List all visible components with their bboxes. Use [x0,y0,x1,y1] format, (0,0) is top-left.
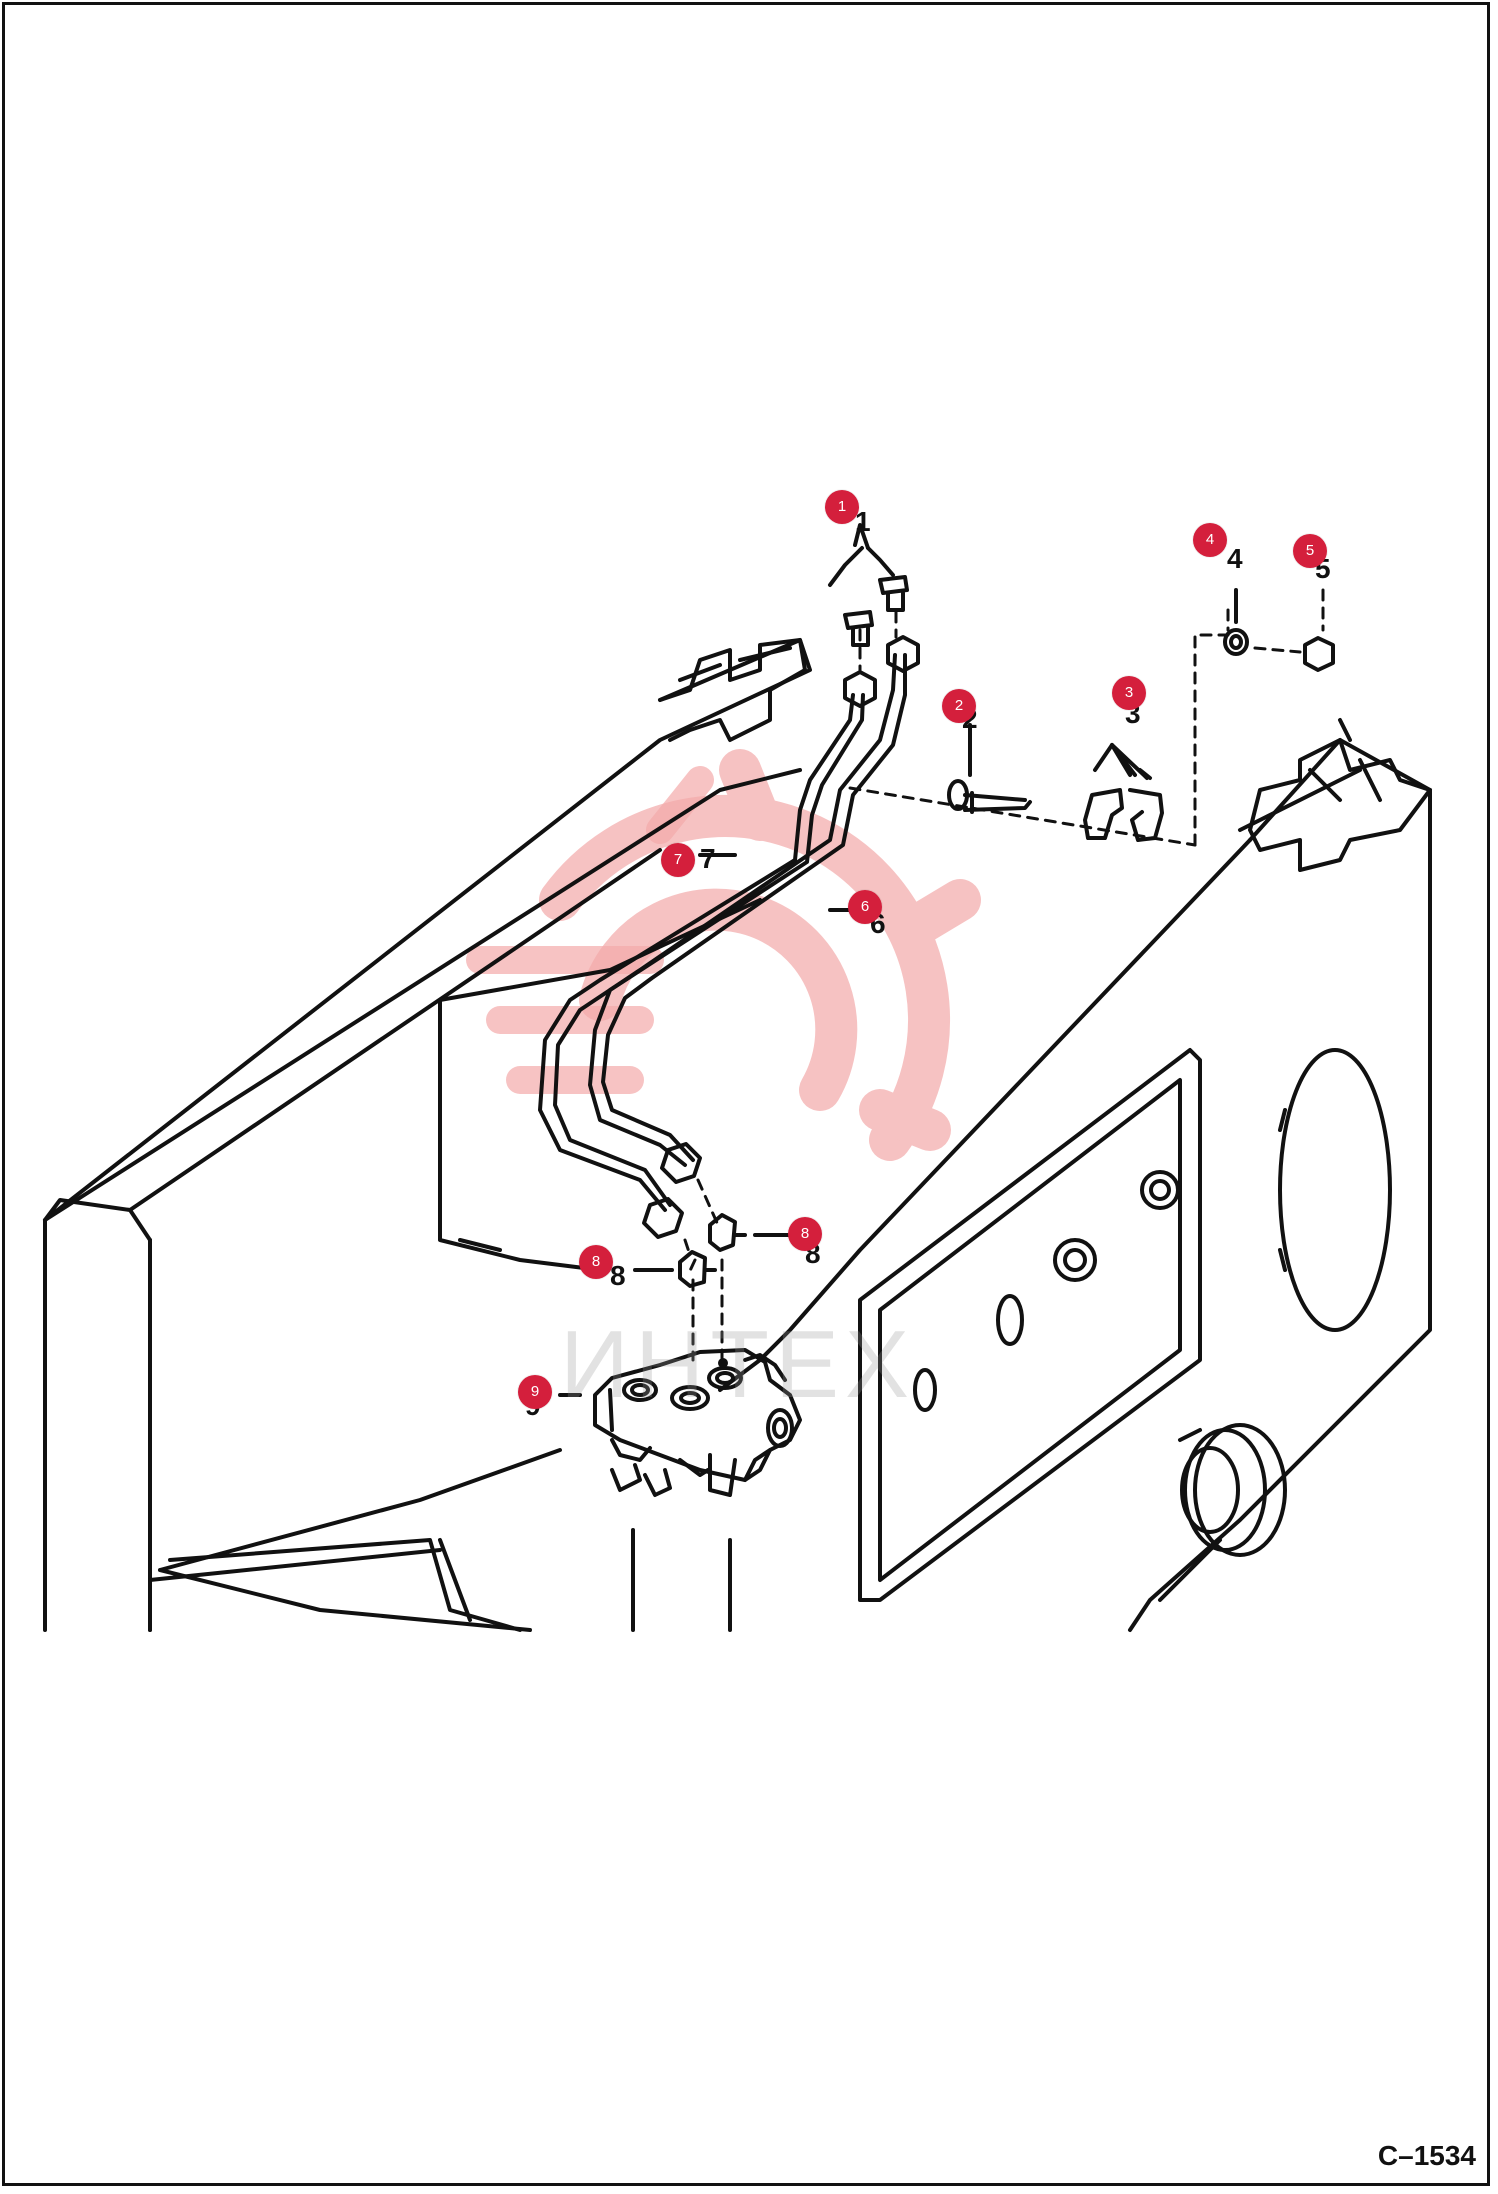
housing-top-left-bracket [658,638,807,742]
part-5-nut [1303,636,1335,672]
callout-3[interactable]: 3 [1112,676,1146,710]
part-number-4: 4 [1227,543,1243,574]
callout-4[interactable]: 4 [1193,523,1227,557]
part-9-valve [558,1348,802,1497]
inspection-cover [858,1048,1202,1602]
callout-5[interactable]: 5 [1293,534,1327,568]
round-opening [1278,1048,1392,1332]
part-number-7: 7 [700,843,716,874]
plug-cap [1193,1423,1287,1557]
callout-8-right[interactable]: 8 [788,1217,822,1251]
housing-top-right-bracket [1248,738,1432,872]
callout-9[interactable]: 9 [518,1375,552,1409]
part-number-1: 1 [855,506,871,537]
part-4-washer [1223,628,1249,656]
callout-6[interactable]: 6 [848,890,882,924]
callout-7[interactable]: 7 [661,843,695,877]
callout-1[interactable]: 1 [825,490,859,524]
part-2-bolt [947,723,1032,814]
part-1-fittings [828,523,909,647]
housing-right-outline [1128,738,1432,1632]
part-3-clamp [1083,743,1164,842]
part-8-elbows [633,1213,797,1288]
part-number-8-left: 8 [610,1260,626,1291]
callout-8-left[interactable]: 8 [579,1245,613,1279]
watermark-text: ИНТЕХ [560,1311,916,1418]
housing-left-outline [43,1198,152,1632]
hydraulic-tubes [538,653,907,1212]
callout-2[interactable]: 2 [942,689,976,723]
figure-code: C–1534 [1377,2140,1476,2171]
